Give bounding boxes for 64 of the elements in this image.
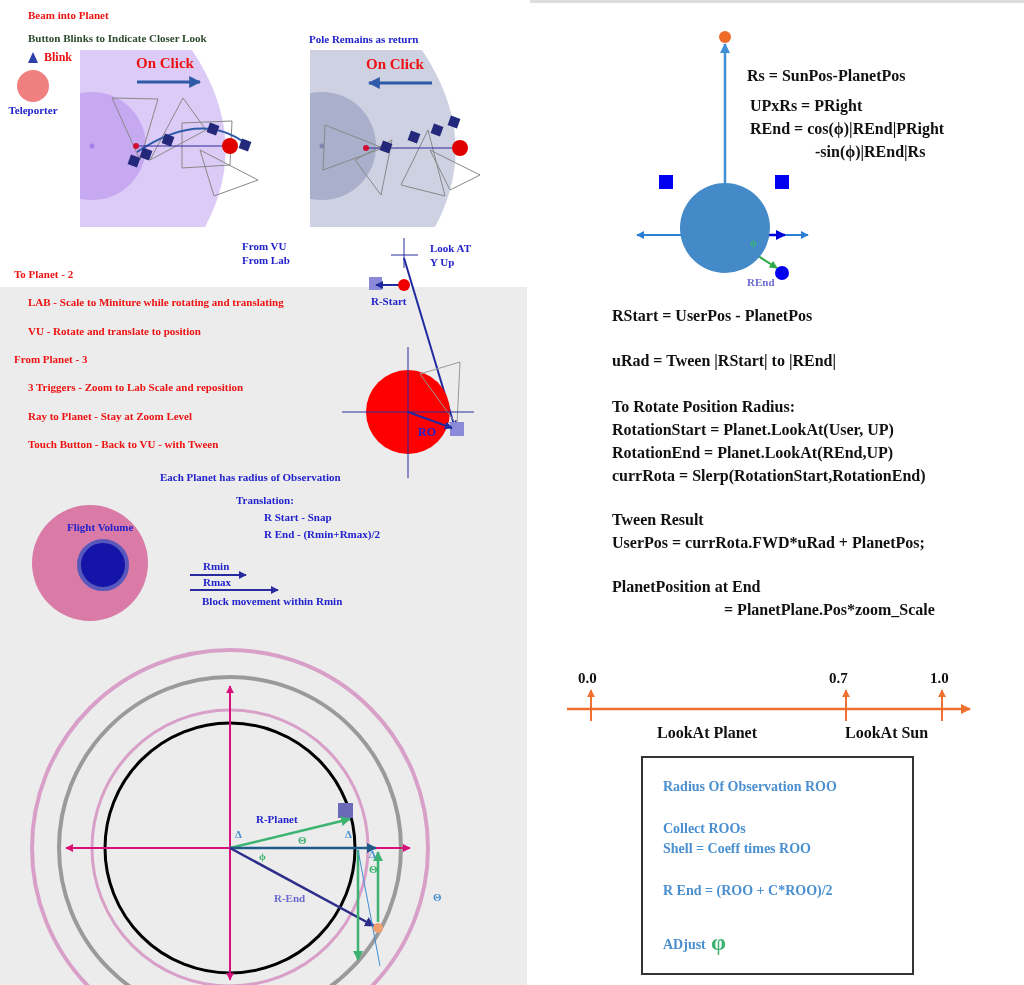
note-text: 3 Triggers - Zoom to Lab Scale and reposition [28,381,244,395]
formula-text: RotationEnd = Planet.LookAt(REnd,UP) [612,443,894,463]
vector-label: Θ [298,834,307,848]
note-text: Each Planet has radius of Observation [160,471,341,485]
formula-text: uRad = Tween |RStart| to |REnd| [612,351,836,371]
formula-text: To Rotate Position Radius: [612,397,795,417]
tick-label: 1.0 [930,668,949,688]
vector-label: ϕ [750,236,757,250]
formula-text: currRota = Slerp(RotationStart,RotationEnd) [612,466,926,486]
note-text: Button Blinks to Indicate Closer Look [28,32,207,46]
formula-text: RotationStart = Planet.LookAt(User, UP) [612,420,894,440]
vector-label: Δ [235,828,242,842]
box-text: Collect ROOs [663,820,746,838]
note-text: LAB - Scale to Miniture while rotating and translating [28,296,284,310]
note-text: Look AT Y Up [430,242,472,270]
phi-symbol: φ [711,930,726,954]
formula-text: = PlanetPlane.Pos*zoom_Scale [724,600,935,620]
note-text: To Planet - 2 [14,268,74,282]
note-text: Block movement within Rmin [202,595,343,609]
formula-text: PlanetPosition at End [612,577,761,597]
note-text: Translation: [236,494,294,508]
vector-label: R-End [274,892,306,906]
arrow [720,43,730,183]
vector-label: ϕ [259,850,266,864]
formula-text: UPxRs = PRight [750,96,863,116]
vector-label: RO [418,424,436,440]
node-label: Teleporter [8,103,58,118]
formula-text: Rs = SunPos-PlanetPos [747,66,906,86]
formula-text: -sin(ϕ)|REnd|Rs [815,142,926,162]
vector-label: REnd [747,276,775,290]
info-box [641,756,914,975]
click-hint: On Click [366,54,424,74]
click-hint: On Click [136,53,194,73]
tick-label: 0.0 [578,668,597,688]
note-text: Beam into Planet [28,9,109,23]
formula-text: Tween Result [612,510,704,530]
note-text: From Planet - 3 [14,353,88,367]
formula-text: REnd = cos(ϕ)|REnd|PRight [750,119,945,139]
formula-text: UserPos = currRota.FWD*uRad + PlanetPos; [612,533,925,553]
axis-label: LookAt Sun [845,723,929,743]
box-text: R End = (ROO + C*ROO)/2 [663,882,833,900]
tick-label: 0.7 [829,668,848,688]
vector-label: R-Planet [256,813,298,827]
note-text: Rmax [203,576,232,590]
note-text: From VU From Lab [242,240,291,268]
note-text: Rmin [203,560,230,574]
note-text: Blink [44,49,73,65]
box-text: Radius Of Observation ROO [663,778,837,796]
vector-label: Δ [345,828,352,842]
note-text: Pole Remains as return [309,33,419,47]
box-text: ADjust [663,936,706,954]
vector-label: Θ [369,863,378,877]
note-text: R-Start [371,295,407,309]
node-label: Flight Volume [67,520,134,535]
note-text: R Start - Snap [264,511,332,525]
vector-label: Θ [433,891,442,905]
axis-label: LookAt Planet [657,723,757,743]
formula-text: RStart = UserPos - PlanetPos [612,306,813,326]
note-text: R End - (Rmin+Rmax)/2 [264,528,380,542]
box-text: Shell = Coeff times ROO [663,840,811,858]
note-text: Touch Button - Back to VU - with Tween [28,438,219,452]
note-text: Ray to Planet - Stay at Zoom Level [28,410,193,424]
note-text: VU - Rotate and translate to position [28,325,201,339]
vector-label: Δ [369,848,376,862]
